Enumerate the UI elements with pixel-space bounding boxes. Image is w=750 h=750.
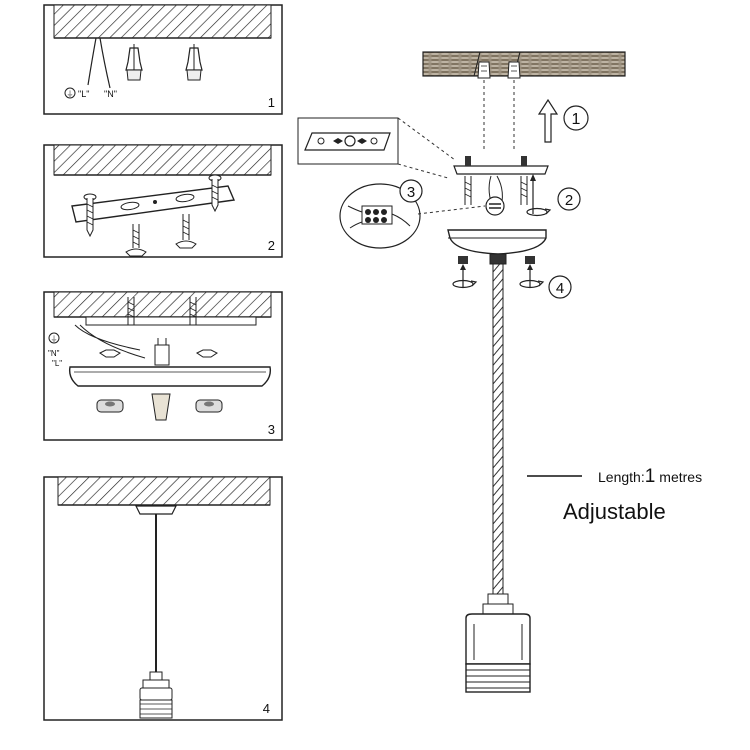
live-wire-label: "L" — [52, 359, 62, 368]
ceiling-hatch — [53, 4, 272, 39]
step-badge: 1 — [563, 105, 589, 131]
step-badge: 3 — [399, 179, 423, 203]
nut — [196, 349, 218, 358]
washer — [195, 399, 223, 413]
screw — [520, 156, 528, 205]
svg-text:⏚: ⏚ — [51, 335, 58, 343]
mounting-strap — [85, 316, 257, 326]
nut — [452, 256, 478, 289]
screw — [125, 224, 147, 257]
ceiling-canopy — [447, 229, 547, 255]
ceiling-hatch — [57, 476, 271, 506]
svg-text:4: 4 — [556, 280, 564, 297]
mounting-strap — [453, 165, 549, 175]
ground-icon: ⏚ — [64, 87, 76, 99]
wall-plug — [507, 61, 521, 79]
wires — [74, 324, 146, 359]
screw — [175, 214, 197, 249]
mounting-strap — [71, 185, 236, 223]
neutral-wire-label: "N" — [104, 89, 117, 99]
up-arrow-icon — [537, 98, 559, 143]
panel-number: 2 — [268, 238, 275, 253]
wall-plug — [185, 44, 203, 81]
screw — [127, 297, 135, 325]
adjustable-label: Adjustable — [563, 499, 666, 524]
screw — [208, 174, 222, 213]
panel-3: ⏚ "N" "L" 3 — [43, 291, 283, 441]
cord-grip — [489, 253, 507, 265]
neutral-wire-label: "N" — [48, 349, 60, 358]
panel-number: 4 — [263, 701, 270, 716]
svg-text:1: 1 — [572, 111, 581, 128]
terminal-block — [485, 196, 505, 216]
ceiling-canopy — [68, 366, 272, 387]
bracket-detail — [297, 117, 399, 165]
panel-number: 3 — [268, 422, 275, 437]
terminal-detail — [339, 183, 421, 249]
nut — [519, 256, 545, 289]
ceiling-canopy — [135, 505, 177, 515]
svg-text:2: 2 — [565, 192, 573, 209]
rotate-icon — [526, 207, 548, 217]
nut — [99, 349, 121, 358]
screw — [464, 156, 472, 205]
screw — [83, 193, 97, 238]
ceiling-hatch — [53, 144, 272, 176]
wall-plug — [125, 44, 143, 81]
washer — [96, 399, 124, 413]
rotate-icon — [519, 279, 541, 289]
screw — [189, 297, 197, 325]
pendant-cord — [492, 263, 504, 595]
wall-plug — [477, 61, 491, 79]
main-assembly: 1 2 — [297, 51, 702, 693]
wires — [87, 37, 111, 89]
svg-text:3: 3 — [407, 184, 415, 201]
live-wire-label: "L" — [78, 89, 89, 99]
panel-2: 2 — [43, 144, 283, 258]
terminal-block — [154, 338, 170, 366]
lamp-holder — [139, 671, 173, 719]
step-badge: 4 — [548, 275, 572, 299]
cord-grip — [151, 393, 171, 421]
ceiling-beam — [422, 51, 626, 77]
ceiling-hatch — [53, 291, 272, 318]
panel-number: 1 — [268, 95, 275, 110]
rotate-icon — [452, 279, 474, 289]
ground-icon: ⏚ — [48, 332, 60, 344]
panel-1: ⏚ "L" "N" 1 — [43, 4, 283, 115]
svg-text:⏚: ⏚ — [67, 90, 74, 98]
panel-4: 4 — [43, 476, 283, 721]
lamp-holder — [465, 593, 531, 693]
step-badge: 2 — [557, 187, 581, 211]
